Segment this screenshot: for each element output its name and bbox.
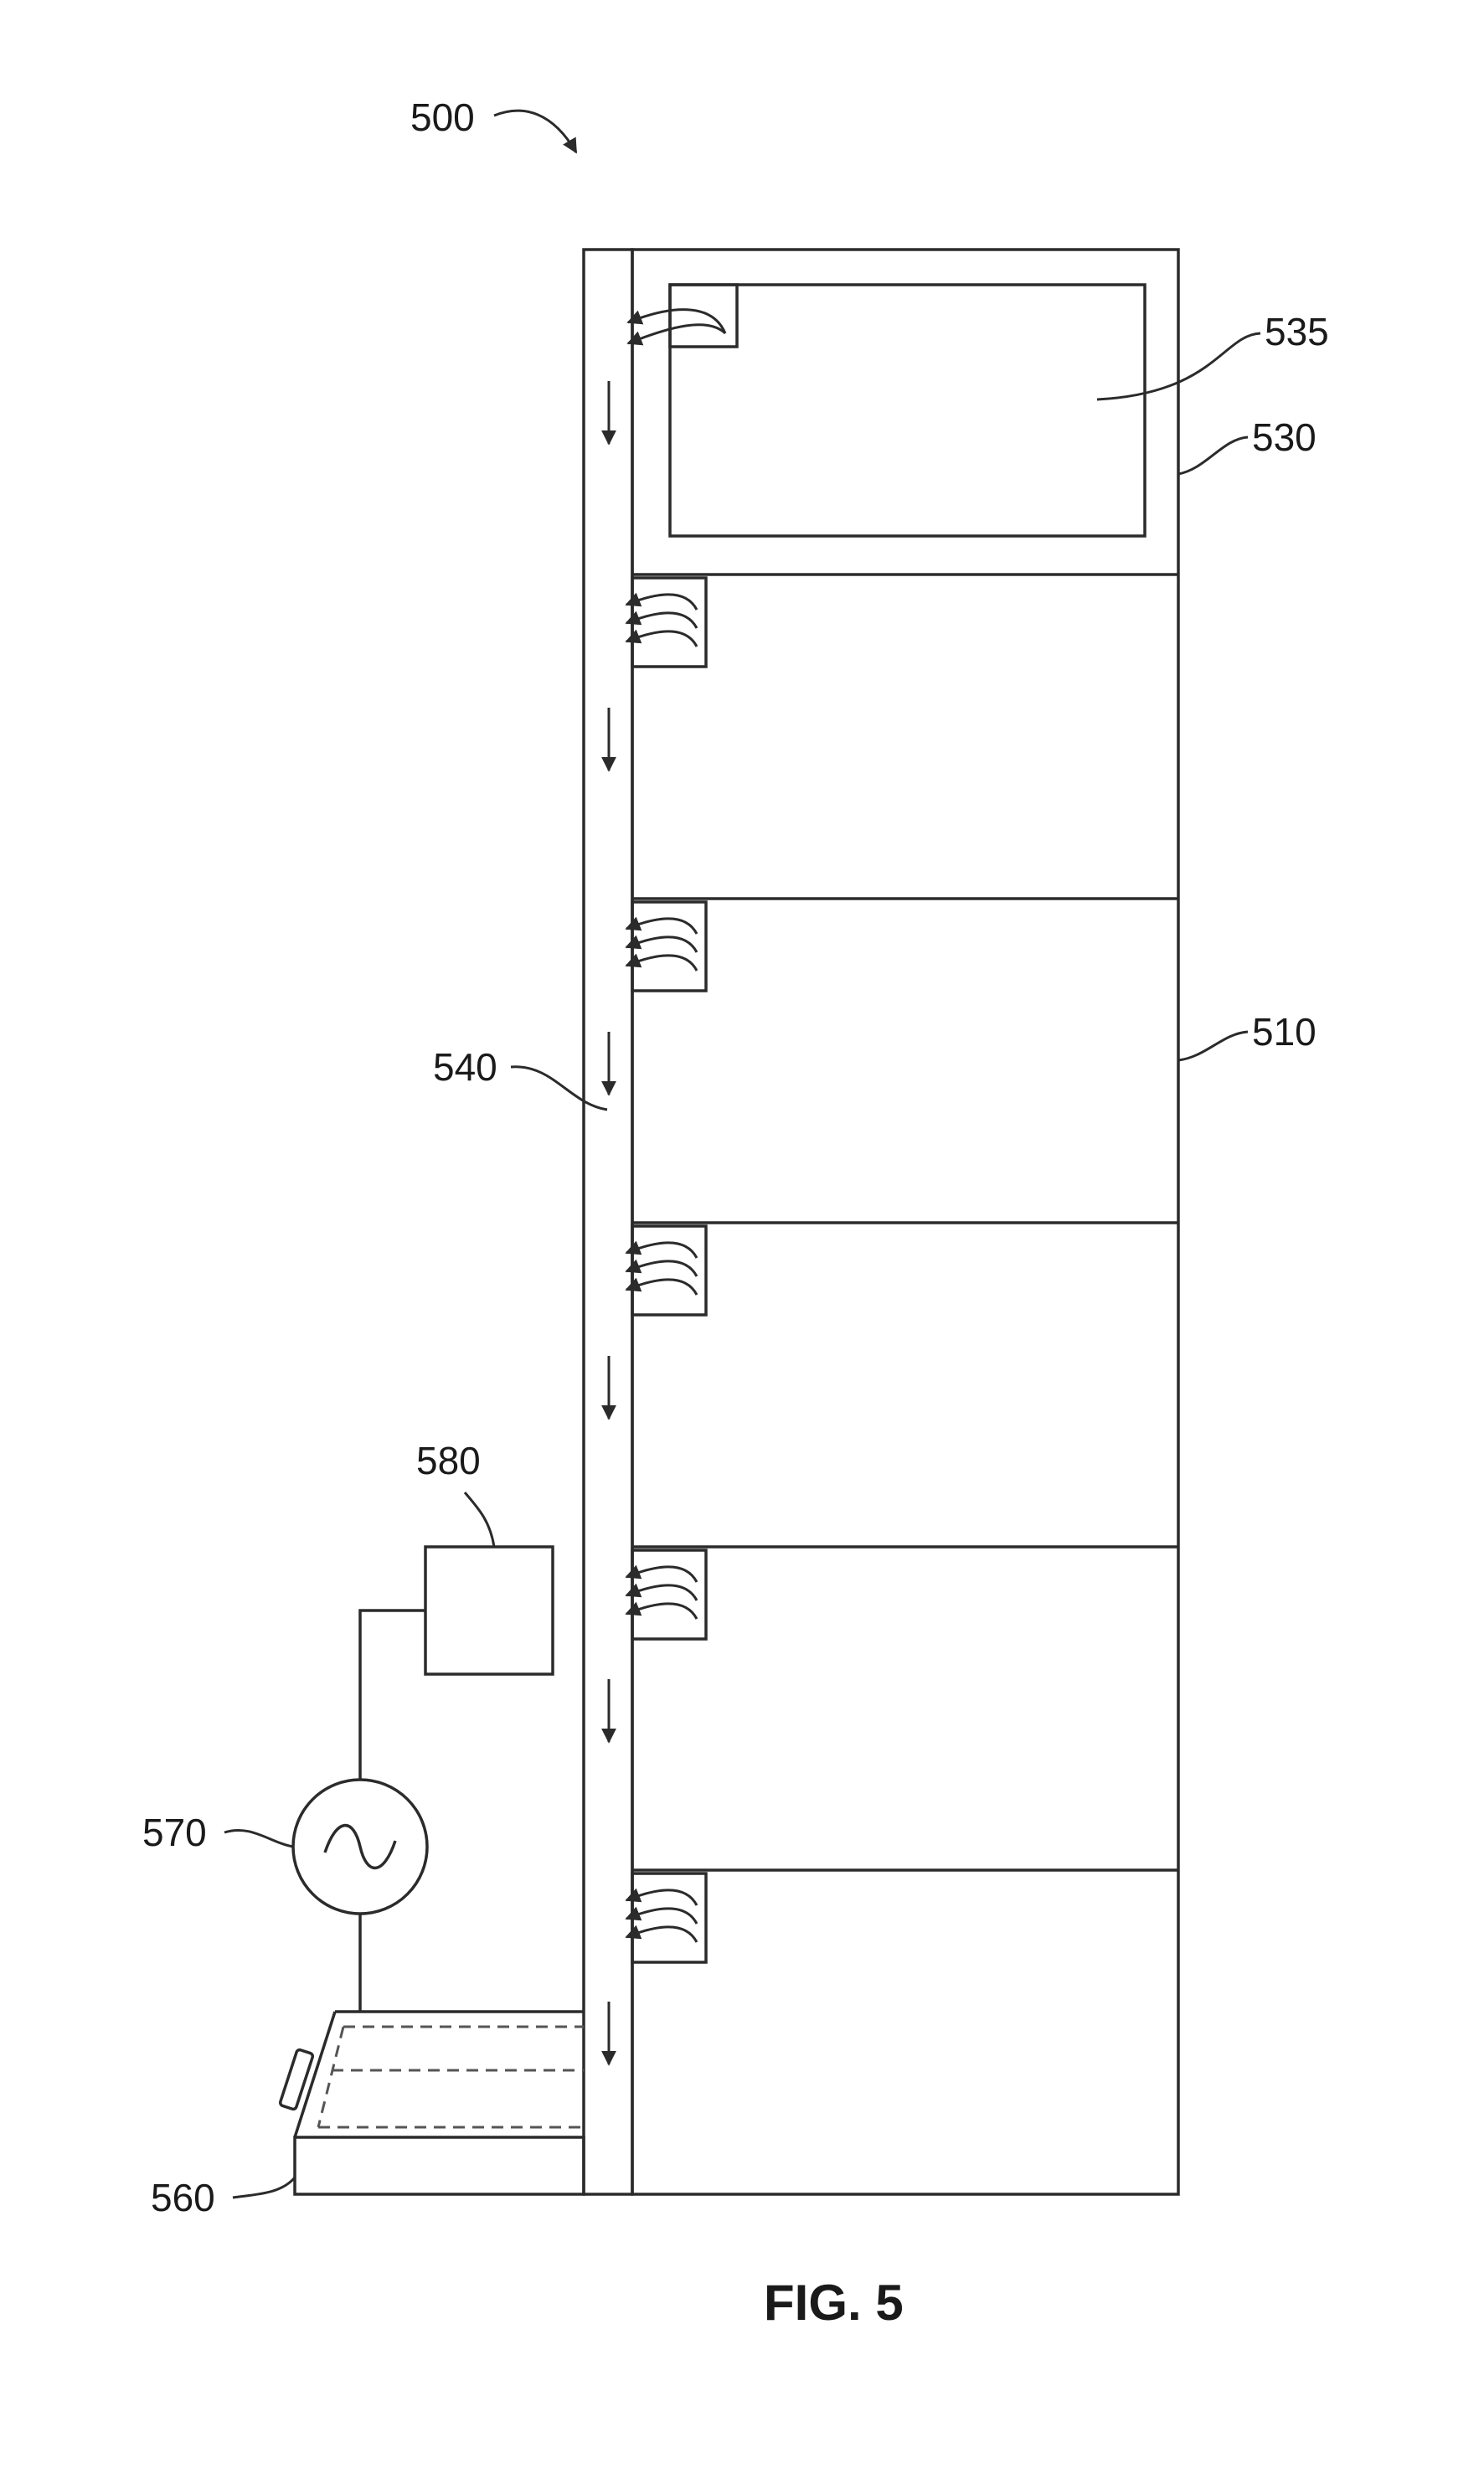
label-530: 530: [1252, 415, 1317, 459]
exhaust-flow-module-530: [626, 308, 727, 346]
ac-sine-icon: [323, 1823, 397, 1870]
label-540: 540: [433, 1045, 497, 1089]
leader-570: [224, 1828, 294, 1848]
exhaust-flow-shelf-2: [625, 916, 698, 971]
label-500: 500: [410, 95, 475, 139]
leader-540: [510, 1065, 608, 1111]
label-580: 580: [416, 1439, 481, 1482]
controller-580: [424, 1545, 554, 1676]
fan-box-4: [631, 1549, 708, 1641]
wire-controller-to-source: [358, 1609, 425, 1780]
label-570: 570: [142, 1811, 207, 1854]
label-560: 560: [151, 2176, 215, 2219]
fan-box-3: [631, 1224, 708, 1317]
module-530-inner: [668, 283, 1146, 538]
leader-560: [232, 2176, 296, 2199]
label-510: 510: [1252, 1010, 1317, 1054]
fan-box-5: [631, 1872, 708, 1964]
exhaust-flow-shelf-4: [625, 1564, 698, 1620]
tray-560: [278, 2010, 585, 2196]
leader-580: [463, 1492, 496, 1548]
exhaust-flow-shelf-3: [625, 1240, 698, 1296]
leader-535: [1096, 332, 1261, 401]
label-500-arrow: [493, 109, 578, 154]
fan-box-1: [631, 576, 708, 668]
leader-510: [1177, 1030, 1249, 1062]
tray-handle: [278, 2048, 315, 2111]
exhaust-flow-shelf-1: [625, 592, 698, 647]
label-535: 535: [1265, 310, 1329, 353]
module-530-fan-box: [668, 283, 739, 348]
exhaust-flow-shelf-5: [625, 1888, 698, 1943]
fan-box-2: [631, 900, 708, 992]
leader-530: [1177, 435, 1249, 476]
figure-caption: FIG. 5: [764, 2275, 904, 2331]
air-channel-540: [582, 248, 634, 2196]
